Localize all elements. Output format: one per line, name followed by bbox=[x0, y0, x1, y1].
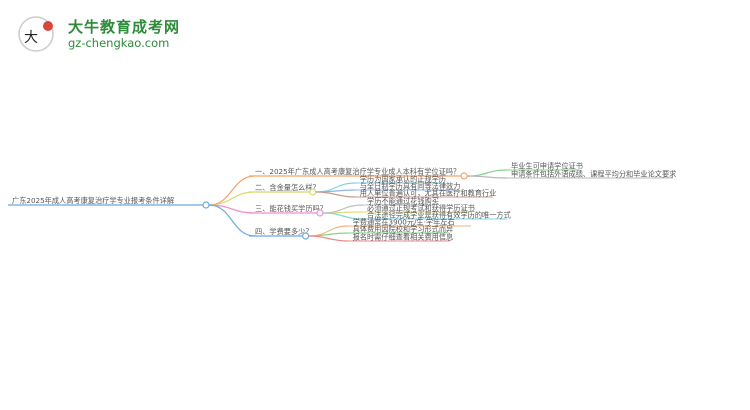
child-connector bbox=[466, 175, 508, 179]
branch-connector bbox=[208, 204, 256, 237]
branch-collapse-toggle[interactable] bbox=[302, 232, 310, 240]
child-node[interactable]: 合法途径完成学业是获得有效学历的唯一方式 bbox=[367, 211, 511, 220]
child-connector bbox=[315, 191, 356, 198]
root-collapse-toggle[interactable] bbox=[202, 201, 210, 209]
child-node[interactable]: 学历为国家承认的正规学历 bbox=[360, 175, 446, 184]
child-node[interactable]: 报名时需仔细查看相关费用信息 bbox=[353, 233, 454, 242]
child-connector bbox=[308, 235, 349, 242]
child-connector bbox=[322, 212, 364, 220]
child-node[interactable]: 与全日制学历具有同等法律效力 bbox=[360, 182, 461, 191]
child-node[interactable]: 用人单位普遍认可，尤其在医疗和教育行业 bbox=[360, 189, 497, 198]
logo-title: 大牛教育成考网 bbox=[68, 18, 181, 36]
branch-node[interactable]: 四、学费要多少？ bbox=[255, 227, 313, 236]
logo-url: gz-chengkao.com bbox=[68, 36, 170, 50]
child-node[interactable]: 具体费用因院校和学习形式而异 bbox=[353, 225, 454, 234]
branch-collapse-toggle[interactable] bbox=[309, 188, 317, 196]
child-connector bbox=[308, 232, 349, 237]
branch-collapse-toggle[interactable] bbox=[460, 172, 468, 180]
branch-collapse-toggle[interactable] bbox=[316, 209, 324, 217]
branch-node[interactable]: 二、含金量怎么样？ bbox=[255, 183, 320, 192]
root-node[interactable]: 广东2025年成人高考康复治疗学专业报考条件详解 bbox=[12, 196, 174, 205]
child-node[interactable]: 申请条件包括外语成绩、课程平均分和毕业论文要求 bbox=[511, 170, 676, 179]
branch-connector bbox=[208, 191, 256, 206]
branch-node[interactable]: 一、2025年广东成人高考康复治疗学专业成人本科有学位证吗？ bbox=[255, 167, 460, 176]
child-connector bbox=[466, 169, 508, 177]
logo-mark: 大 bbox=[18, 16, 54, 52]
child-node[interactable]: 学历不能通过花钱购买 bbox=[367, 197, 439, 206]
child-node[interactable]: 学费通常在3900元/生·学年左右 bbox=[353, 218, 455, 227]
logo: 大 大牛教育成考网 gz-chengkao.com bbox=[16, 14, 186, 54]
branch-connector bbox=[208, 175, 256, 206]
svg-text:大: 大 bbox=[24, 30, 38, 46]
child-node[interactable]: 必须通过正规考试和获得学历证书 bbox=[367, 204, 475, 213]
child-node[interactable]: 毕业生可申请学位证书 bbox=[511, 162, 583, 171]
branch-node[interactable]: 三、能花钱买学历吗？ bbox=[255, 204, 327, 213]
